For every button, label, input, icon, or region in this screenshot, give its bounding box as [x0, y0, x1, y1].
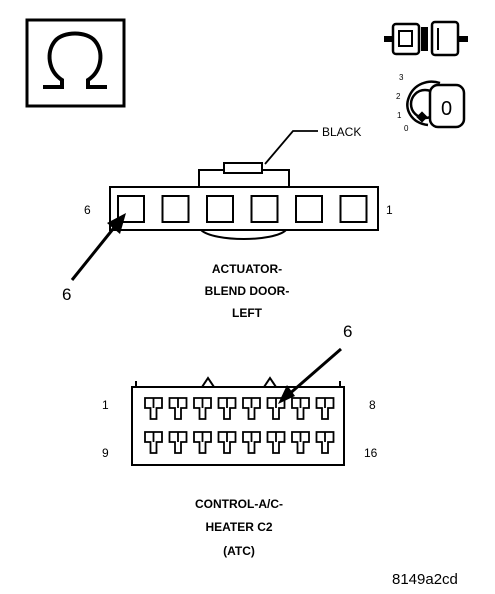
control-terminal: [193, 397, 212, 420]
control-terminal: [266, 397, 286, 420]
figure-id-label: 8149a2cd: [392, 571, 458, 588]
ignition-position-1: 1: [397, 111, 402, 120]
wire-color-label: BLACK: [322, 125, 361, 139]
control-pointer-arrowhead: [278, 385, 295, 404]
control-terminal-group: [144, 397, 335, 454]
control-terminal: [217, 397, 237, 420]
actuator-title-line-1: ACTUATOR-: [212, 262, 282, 276]
actuator-blend-door-connector: BLACK 6 1 6 ACTUATOR- BLEND DOOR- LEFT: [62, 125, 393, 320]
actuator-pin-1-label: 1: [386, 203, 393, 217]
control-pointer-arrow: [286, 347, 342, 398]
control-terminal: [291, 431, 310, 454]
control-terminal: [168, 397, 188, 420]
control-pointer-label: 6: [343, 322, 352, 341]
actuator-title-line-2: BLEND DOOR-: [205, 284, 290, 298]
control-terminal: [291, 397, 310, 420]
control-terminal: [144, 431, 163, 454]
control-terminal: [144, 397, 163, 420]
control-pin-16-label: 16: [364, 446, 378, 460]
black-wire-leader: [264, 130, 318, 165]
control-title-line-3: (ATC): [223, 544, 255, 558]
ignition-position-2: 2: [396, 92, 401, 101]
actuator-cavity: [206, 195, 234, 223]
actuator-cavity: [339, 195, 368, 223]
ignition-position-3: 3: [399, 73, 404, 82]
control-terminal: [242, 431, 261, 454]
actuator-pointer-label: 6: [62, 285, 71, 304]
control-terminal: [315, 397, 335, 420]
control-ac-heater-connector: 1 8 9 16 6 CONTROL-A/C- HEATER C2 (ATC): [102, 322, 378, 558]
actuator-title-line-3: LEFT: [232, 306, 263, 320]
control-pin-1-label: 1: [102, 398, 109, 412]
ignition-position-0: 0: [404, 124, 409, 133]
actuator-pin-6-label: 6: [84, 203, 91, 217]
actuator-cavity: [250, 195, 279, 223]
control-pin-9-label: 9: [102, 446, 109, 460]
control-title-line-1: CONTROL-A/C-: [195, 497, 283, 511]
actuator-pointer-arrow: [70, 223, 119, 281]
ignition-key-label: 0: [441, 98, 452, 120]
control-terminal: [193, 431, 212, 454]
control-terminal: [266, 431, 286, 454]
actuator-cavity: [161, 195, 190, 223]
actuator-cavity: [295, 195, 323, 223]
actuator-pointer-arrowhead: [107, 213, 126, 234]
control-terminal: [168, 431, 188, 454]
control-terminal: [315, 431, 335, 454]
ignition-switch-icon: 3 2 1 0 0: [396, 73, 466, 133]
actuator-cavity: [117, 195, 145, 223]
control-terminal: [217, 431, 237, 454]
control-pin-8-label: 8: [369, 398, 376, 412]
ohm-symbol-icon: [25, 18, 126, 108]
connector-plug-icon: [384, 20, 468, 57]
control-terminal: [242, 397, 261, 420]
control-title-line-2: HEATER C2: [205, 520, 272, 534]
actuator-cavity-group: [117, 195, 368, 223]
